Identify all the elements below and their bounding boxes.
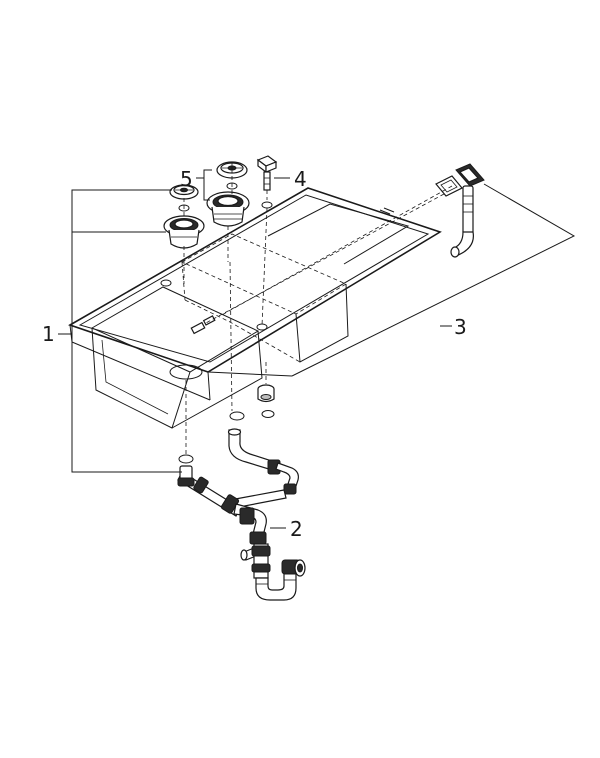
- seal-ring-b: [261, 410, 275, 418]
- siphon-assembly-2: [177, 428, 306, 601]
- leader-lines: [58, 169, 576, 529]
- strainer-basket-1-upper: [169, 184, 199, 200]
- callout-4: 4: [294, 167, 307, 191]
- callout-5: 5: [180, 167, 193, 191]
- overflow-cover-plate: [435, 175, 463, 197]
- strainer-waste-5: [206, 191, 250, 227]
- seal-ring-c: [178, 454, 194, 464]
- waste-nut: [257, 384, 275, 403]
- callout-2: 2: [290, 517, 303, 541]
- seal-ring-a: [229, 411, 245, 421]
- overflow-hose: [450, 163, 485, 258]
- strainer-waste-1: [163, 215, 205, 249]
- lower-seals: [178, 261, 275, 464]
- sink-body: [68, 187, 442, 429]
- callout-1: 1: [42, 322, 55, 346]
- tap-hole-plug-4: [256, 155, 278, 327]
- overflow-kit: [203, 163, 485, 325]
- strainer-basket-5-upper: [216, 161, 248, 179]
- callout-3: 3: [454, 315, 467, 339]
